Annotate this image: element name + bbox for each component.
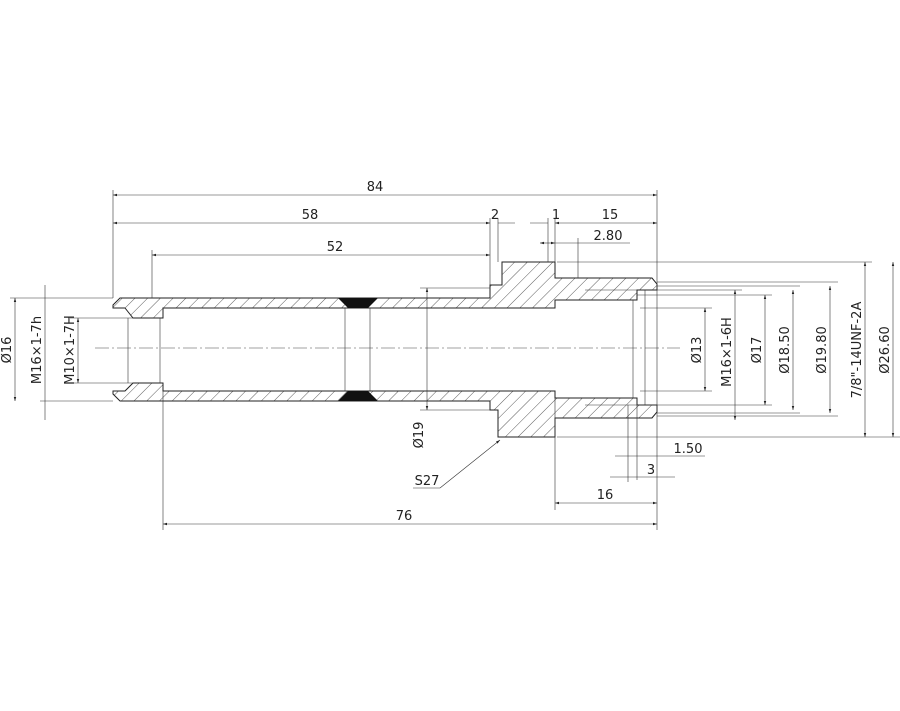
dimension-labels: 84 58 2 1 15 2.80 52 76 16 1.50 3 S27 Ø1… [0,180,893,524]
dim-dia-18-50: Ø18.50 [778,326,793,373]
dim-dia-13: Ø13 [690,337,705,364]
dim-2-80: 2.80 [594,229,623,244]
dim-s27: S27 [415,474,440,489]
dim-1: 1 [552,208,560,223]
dim-84: 84 [367,180,384,195]
dim-76: 76 [396,509,413,524]
dim-3: 3 [647,463,655,478]
dimension-lines [13,193,895,526]
dim-15: 15 [602,208,619,223]
dim-dia-26-60: Ø26.60 [878,326,893,373]
dim-dia-17: Ø17 [750,337,765,364]
dim-m16-6h: M16×1-6H [720,317,735,387]
dim-16: 16 [597,488,614,503]
seal-ring-bottom [338,391,378,401]
dim-m16-7h: M16×1-7h [30,316,45,384]
dim-2: 2 [491,208,499,223]
dim-dia-19-80: Ø19.80 [815,326,830,373]
dim-unf-thread: 7/8"-14UNF-2A [850,302,865,399]
dim-dia-19: Ø19 [412,422,427,449]
dim-m10-7h: M10×1-7H [63,315,78,385]
extension-lines [10,190,900,530]
dim-58: 58 [302,208,319,223]
part-section [95,261,680,438]
dim-1-50: 1.50 [674,442,703,457]
dim-52: 52 [327,240,344,255]
seal-ring-top [338,298,378,308]
dim-dia-16: Ø16 [0,337,15,364]
